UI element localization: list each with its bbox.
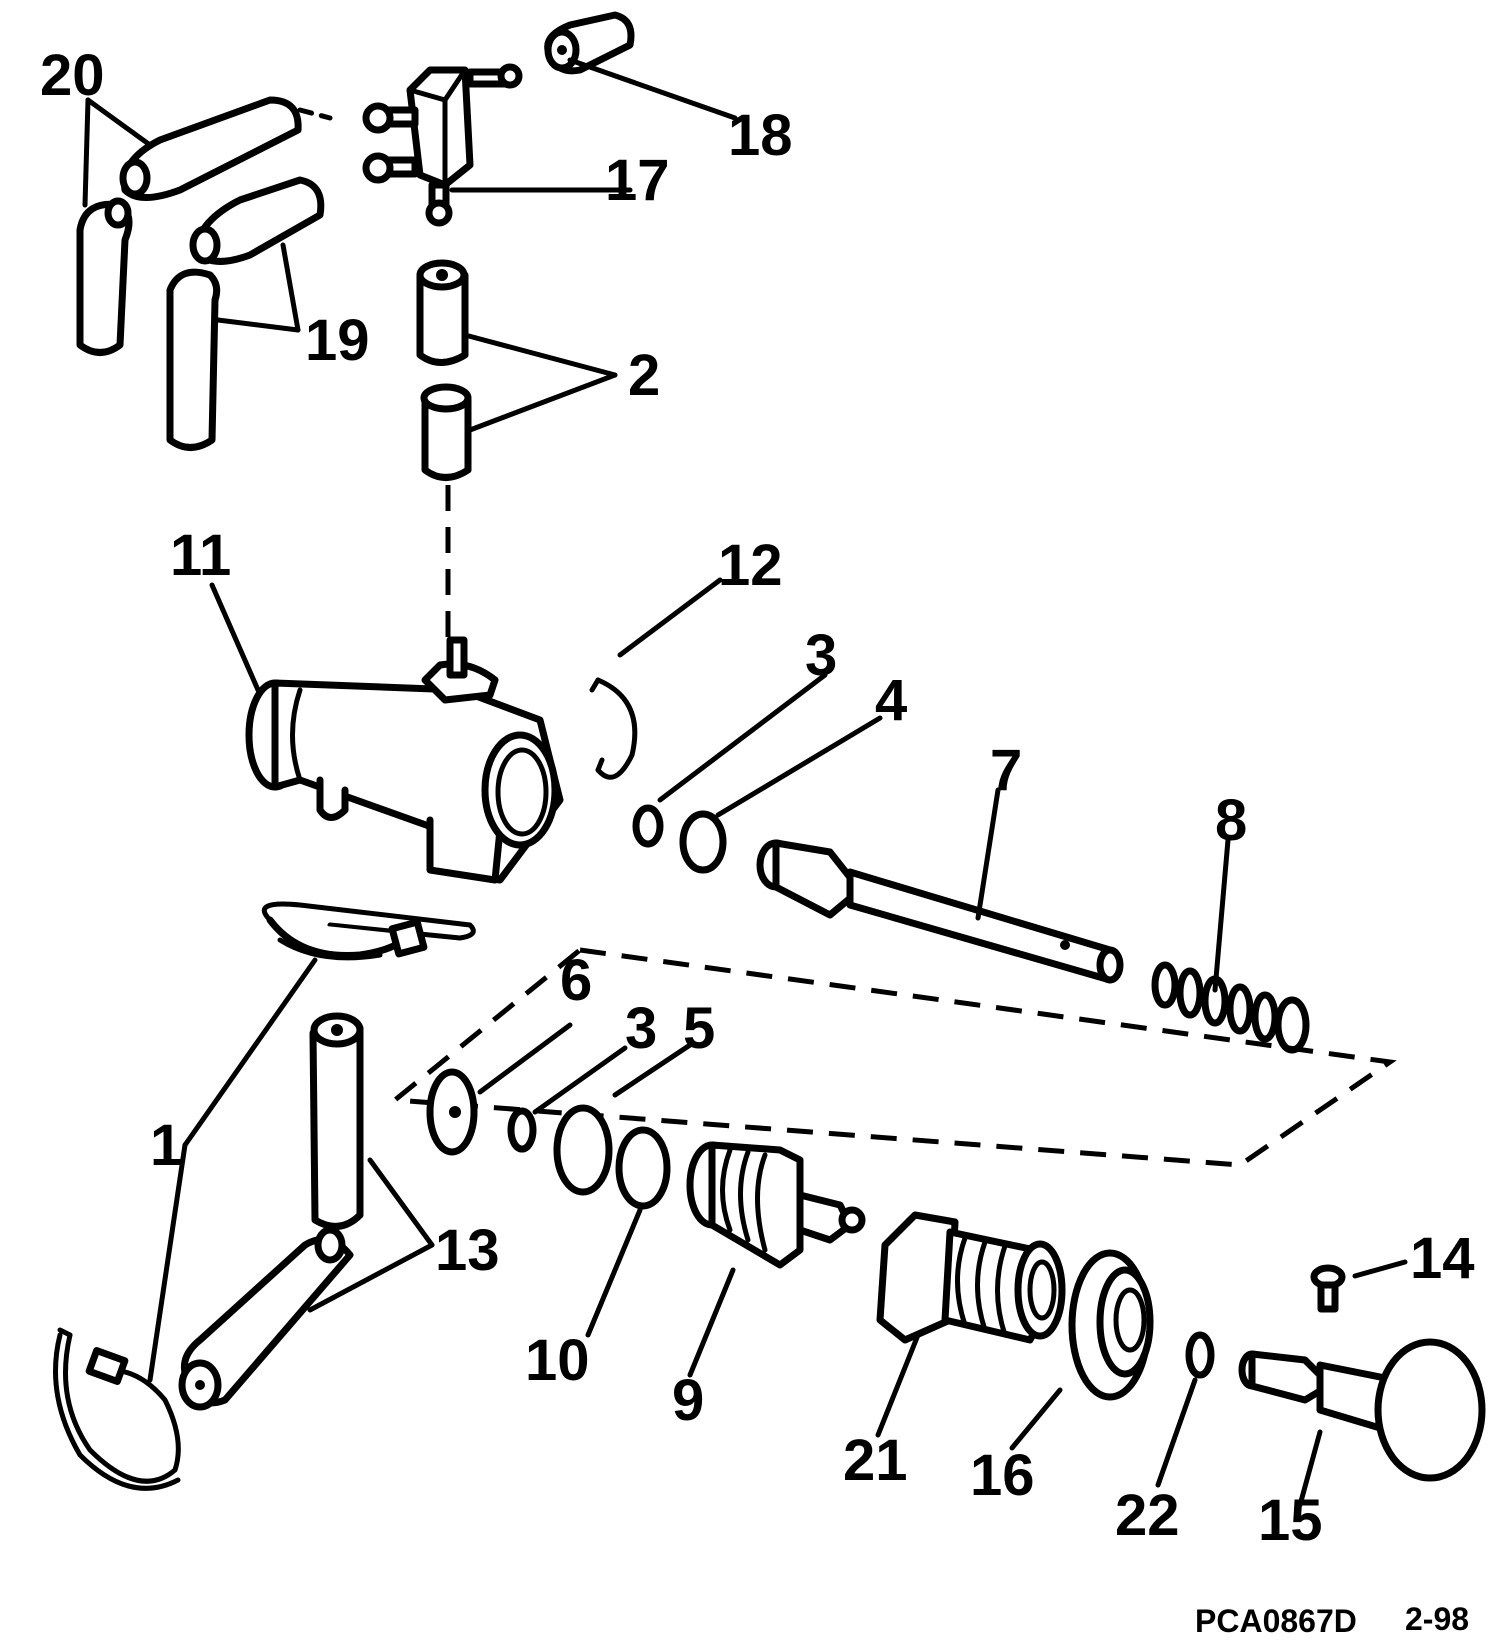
- housing-11: [245, 636, 564, 884]
- callout-9: 9: [672, 1368, 704, 1433]
- callout-3-upper: 3: [805, 623, 837, 688]
- callout-4: 4: [875, 668, 907, 733]
- callout-2: 2: [628, 343, 660, 408]
- callout-14: 14: [1410, 1226, 1475, 1291]
- kit-group-outline: [388, 947, 1397, 1168]
- callout-1: 1: [150, 1113, 182, 1178]
- callout-21: 21: [843, 1428, 908, 1493]
- callout-7: 7: [990, 738, 1022, 803]
- callout-labels: 20 19 17 18 2 11 12 3 4 7 8 6 3 5 1 13 1…: [40, 43, 1475, 1553]
- callout-8: 8: [1215, 788, 1247, 853]
- hose-13: [178, 1012, 364, 1411]
- drawing-date: 2-98: [1405, 1601, 1469, 1637]
- retaining-ring-12: [589, 677, 638, 780]
- callout-19: 19: [305, 308, 370, 373]
- valve-body-9: [686, 1141, 866, 1269]
- plunger-7: [756, 839, 1124, 984]
- clamp-1-lower: [53, 1327, 181, 1491]
- cap-18: [544, 11, 635, 75]
- clamp-1-upper: [261, 901, 476, 961]
- screw-14: [1310, 1264, 1346, 1313]
- o-ring-3-upper: [632, 804, 664, 848]
- callout-17: 17: [605, 148, 670, 213]
- drawing-code: PCA0867D: [1195, 1603, 1357, 1639]
- callout-12: 12: [718, 533, 783, 598]
- callout-18: 18: [728, 103, 793, 168]
- callout-10: 10: [525, 1328, 590, 1393]
- callout-3-lower: 3: [625, 996, 657, 1061]
- nut-16: [1068, 1249, 1154, 1401]
- callout-13: 13: [435, 1218, 500, 1283]
- o-ring-5: [553, 1104, 613, 1196]
- callout-6: 6: [560, 948, 592, 1013]
- callout-5: 5: [683, 996, 715, 1061]
- o-ring-3-lower: [507, 1107, 537, 1153]
- hose-2: [416, 259, 472, 640]
- callout-16: 16: [970, 1443, 1035, 1508]
- leader-lines: [82, 57, 1408, 1508]
- o-ring-4: [679, 810, 727, 874]
- o-ring-22: [1185, 1331, 1215, 1379]
- callout-15: 15: [1258, 1488, 1323, 1553]
- fitting-21: [876, 1211, 1066, 1344]
- fitting-17: [362, 63, 523, 227]
- callout-11: 11: [170, 523, 231, 588]
- washer-6: [426, 1068, 478, 1156]
- callout-22: 22: [1115, 1483, 1180, 1548]
- hose-19: [166, 176, 325, 451]
- knob-15: [1238, 1338, 1486, 1482]
- hose-20: [76, 96, 333, 356]
- o-ring-10: [615, 1126, 671, 1210]
- spring-8: [1151, 961, 1310, 1054]
- callout-20: 20: [40, 43, 105, 108]
